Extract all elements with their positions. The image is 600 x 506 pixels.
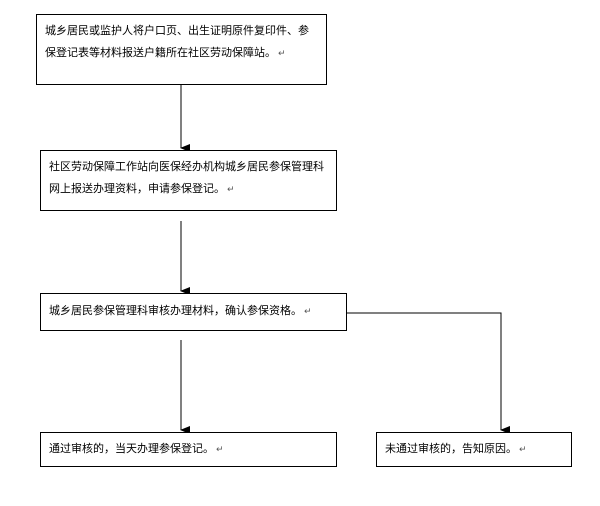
paragraph-mark-icon: ↵ [304,307,312,317]
paragraph-mark-icon: ↵ [278,49,286,59]
step-approved-text: 通过审核的，当天办理参保登记。 [49,442,214,455]
step-rejected: 未通过审核的，告知原因。↵ [376,432,572,467]
step-online-application-text: 社区劳动保障工作站向医保经办机构城乡居民参保管理科网上报送办理资料，申请参保登记… [49,160,324,195]
step-review-materials: 城乡居民参保管理科审核办理材料，确认参保资格。↵ [40,293,347,331]
paragraph-mark-icon: ↵ [227,185,235,195]
step-review-materials-text: 城乡居民参保管理科审核办理材料，确认参保资格。 [49,304,302,317]
step-submit-materials: 城乡居民或监护人将户口页、出生证明原件复印件、参保登记表等材料报送户籍所在社区劳… [36,14,327,85]
paragraph-mark-icon: ↵ [519,445,527,455]
arrow-step3-to-rejected [347,312,510,434]
step-rejected-text: 未通过审核的，告知原因。 [385,442,517,455]
paragraph-mark-icon: ↵ [216,445,224,455]
step-submit-materials-text: 城乡居民或监护人将户口页、出生证明原件复印件、参保登记表等材料报送户籍所在社区劳… [45,24,309,59]
step-online-application: 社区劳动保障工作站向医保经办机构城乡居民参保管理科网上报送办理资料，申请参保登记… [40,150,337,211]
step-approved: 通过审核的，当天办理参保登记。↵ [40,432,337,467]
